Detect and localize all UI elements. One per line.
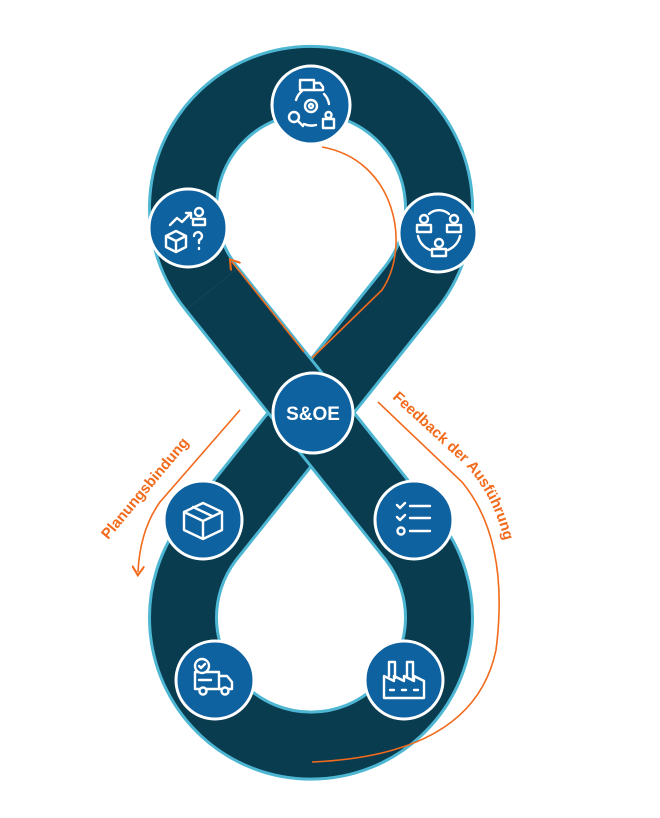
center-label: S&OE: [286, 404, 340, 425]
supply-chain-cycle-icon: [287, 78, 336, 130]
demand-forecast-box-icon: [164, 206, 207, 254]
checklist-icon: [395, 501, 432, 536]
top-left-arrow: [232, 262, 305, 353]
package-box-icon: [182, 501, 224, 541]
team-collaboration-icon: [415, 209, 463, 258]
node-sandoe: [271, 371, 355, 455]
delivery-truck-check-icon: [193, 657, 234, 696]
top-loop-arrow: [311, 146, 397, 359]
node-collaboration: [397, 192, 479, 274]
node-checklist: [373, 479, 455, 561]
flow-arrows: [138, 146, 500, 763]
left-arrow: [138, 409, 241, 572]
right-arrow: [311, 401, 500, 763]
node-demand-forecast: [147, 187, 229, 269]
factory-icon: [382, 660, 426, 700]
node-truck: [174, 639, 256, 721]
